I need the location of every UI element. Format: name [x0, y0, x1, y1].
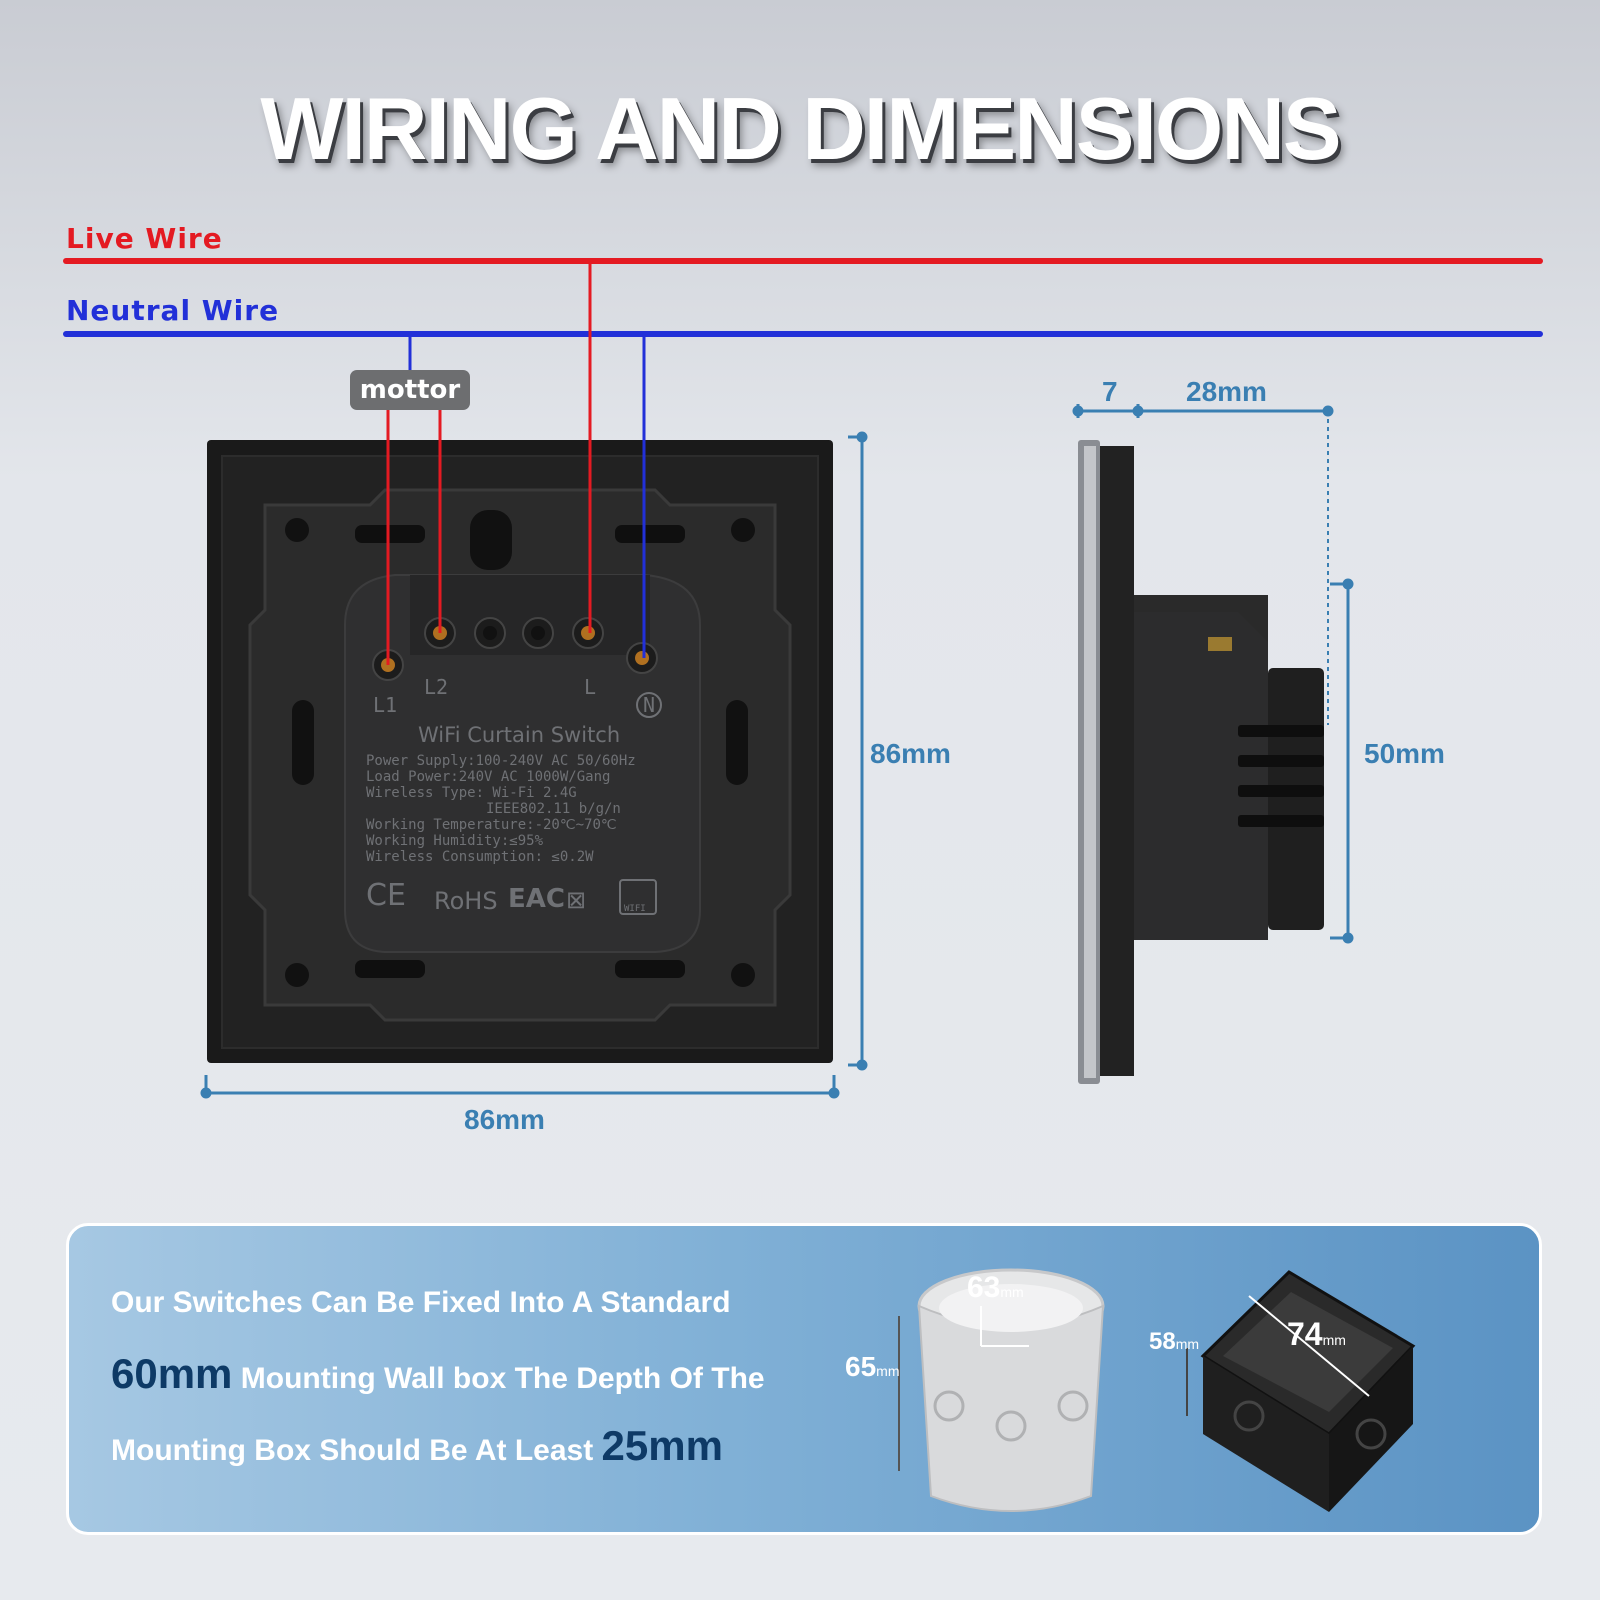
spec-line: Wireless Consumption: ≤0.2W: [366, 849, 594, 865]
terminal-l1-label: L1: [373, 693, 398, 717]
spec-line: IEEE802.11 b/g/n: [486, 801, 621, 817]
product-name: WiFi Curtain Switch: [418, 723, 621, 747]
motor-label: mottor: [350, 370, 470, 410]
spec-line: Working Temperature:-20℃~70℃: [366, 817, 617, 833]
info-line-3: Mounting Box Should Be At Least 25mm: [111, 1422, 723, 1469]
round-box-diameter: 63mm: [967, 1271, 1024, 1304]
side-body-dimension: 50mm: [1364, 738, 1445, 769]
page-title: WIRING AND DIMENSIONS: [260, 79, 1341, 178]
round-box-height: 65mm: [845, 1351, 900, 1382]
eac-mark: EAC: [508, 884, 565, 914]
rohs-mark: RoHS: [434, 887, 498, 915]
wifi-mark: WIFI: [624, 904, 646, 914]
side-depth-dimension: 28mm: [1186, 376, 1267, 407]
front-width-dimension: 86mm: [464, 1104, 545, 1135]
square-wall-box-image: [1186, 1270, 1416, 1512]
neutral-wire-label: Neutral Wire: [66, 294, 280, 327]
info-line-2: 60mm Mounting Wall box The Depth Of The: [111, 1350, 765, 1397]
wall-box-info-panel: Our Switches Can Be Fixed Into A Standar…: [66, 1223, 1542, 1535]
square-box-height: 58mm: [1149, 1328, 1200, 1355]
terminal-l-label: L: [584, 675, 597, 699]
weee-bin-icon: ⊠: [566, 886, 587, 914]
ce-mark: CE: [366, 878, 406, 913]
terminal-n-label: N: [636, 692, 662, 718]
switch-back-view: [207, 440, 833, 1063]
front-height-dimension: 86mm: [870, 738, 951, 769]
round-wall-box-image: [898, 1268, 1105, 1512]
square-box-width: 74mm: [1287, 1316, 1346, 1352]
spec-line: Power Supply:100-240V AC 50/60Hz: [366, 753, 636, 769]
spec-line: Working Humidity:≤95%: [366, 833, 544, 849]
switch-side-view: [1078, 440, 1324, 1084]
spec-line: Load Power:240V AC 1000W/Gang: [366, 769, 611, 785]
info-line-1: Our Switches Can Be Fixed Into A Standar…: [111, 1286, 731, 1319]
side-plate-dimension: 7: [1102, 376, 1118, 407]
min-depth: 25mm: [601, 1422, 723, 1469]
terminal-l2-label: L2: [424, 675, 449, 699]
spec-line: Wireless Type: Wi-Fi 2.4G: [366, 785, 577, 801]
live-wire-label: Live Wire: [66, 222, 223, 255]
wallbox-size: 60mm: [111, 1350, 233, 1397]
